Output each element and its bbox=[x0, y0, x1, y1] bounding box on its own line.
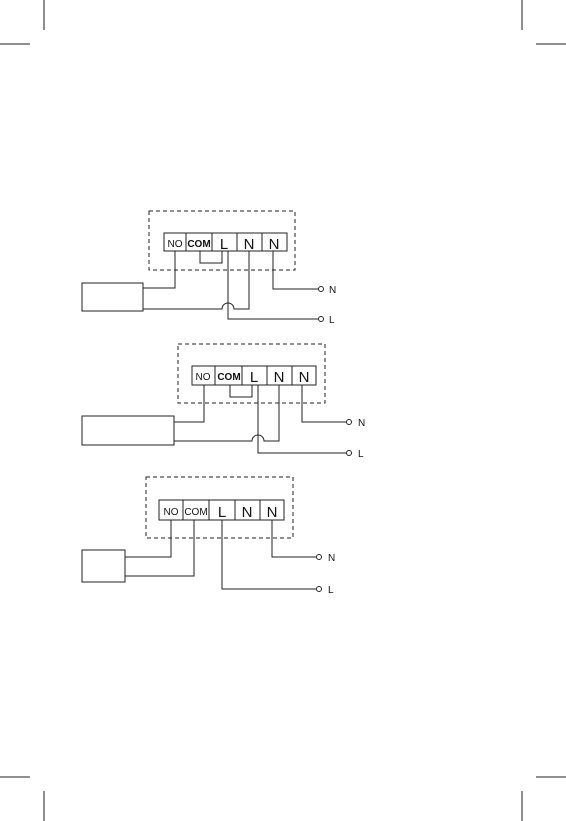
output-label-l: L bbox=[358, 449, 364, 460]
terminal-label-n: N bbox=[299, 369, 310, 386]
diagram-1: NO COM L N N N L bbox=[82, 211, 336, 326]
output-label-l: L bbox=[329, 315, 335, 326]
terminal-label-no: NO bbox=[196, 372, 211, 383]
load-device-2 bbox=[82, 416, 174, 445]
diagram-3: NO COM L N N N L bbox=[82, 477, 335, 596]
output-label-n: N bbox=[329, 285, 336, 296]
terminal-point-l bbox=[317, 587, 322, 592]
wires-2 bbox=[174, 385, 346, 453]
wire-com-to-load bbox=[125, 520, 194, 576]
wires-3 bbox=[125, 520, 316, 589]
terminal-label-com: COM bbox=[217, 372, 240, 383]
terminal-point-l bbox=[319, 317, 324, 322]
wire-load-to-n bbox=[143, 251, 249, 309]
terminal-label-com: COM bbox=[184, 507, 207, 518]
load-device-3 bbox=[82, 550, 125, 582]
wire-load-to-n bbox=[174, 385, 279, 441]
terminal-label-no: NO bbox=[168, 239, 183, 250]
output-label-l: L bbox=[328, 585, 334, 596]
terminal-label-n: N bbox=[244, 236, 255, 253]
terminal-point-l bbox=[347, 451, 352, 456]
wire-l-output bbox=[222, 520, 316, 589]
diagram-2: NO COM L N N N L bbox=[82, 344, 365, 460]
output-label-n: N bbox=[328, 553, 335, 564]
terminal-label-com: COM bbox=[187, 239, 210, 250]
terminal-point-n bbox=[319, 287, 324, 292]
jumper-wire bbox=[200, 251, 222, 263]
wire-n-output bbox=[272, 520, 316, 557]
terminal-label-l: L bbox=[220, 236, 228, 253]
jumper-wire bbox=[230, 385, 252, 397]
terminal-label-n: N bbox=[267, 504, 278, 521]
wires-1 bbox=[143, 251, 318, 319]
terminal-label-l: L bbox=[250, 369, 258, 386]
terminal-label-n: N bbox=[242, 504, 253, 521]
terminal-label-n: N bbox=[274, 369, 285, 386]
terminal-point-n bbox=[347, 420, 352, 425]
terminal-label-no: NO bbox=[164, 507, 179, 518]
terminal-label-n: N bbox=[269, 236, 280, 253]
terminal-point-n bbox=[317, 555, 322, 560]
terminal-label-l: L bbox=[218, 504, 226, 521]
output-label-n: N bbox=[358, 418, 365, 429]
load-device-1 bbox=[82, 283, 143, 311]
